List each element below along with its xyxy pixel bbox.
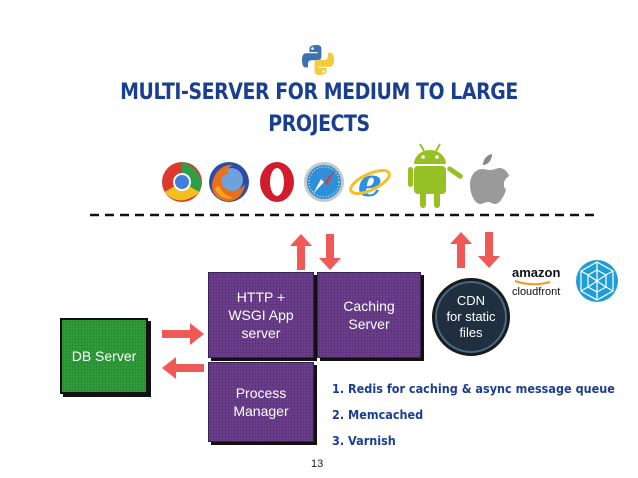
db-server-label: DB Server — [71, 348, 137, 364]
python-logo-icon — [302, 45, 334, 75]
safari-icon — [304, 162, 344, 202]
http-wsgi-label-line-1: HTTP + — [236, 289, 286, 305]
http-wsgi-app-server-box: HTTP + WSGI App server — [208, 272, 314, 358]
list-item: 2. Memcached — [332, 407, 424, 422]
caching-label-line-1: Caching — [343, 298, 395, 314]
cloudfront-logo-text: cloudfront — [512, 286, 561, 298]
caching-server-box: Caching Server — [317, 272, 421, 358]
process-manager-box: Process Manager — [208, 362, 314, 442]
dashed-separator — [90, 213, 600, 217]
android-icon — [408, 143, 463, 208]
amazon-cloudfront-logo: amazon cloudfront — [512, 266, 574, 300]
cloudfront-geodesic-icon — [576, 260, 618, 302]
list-item: 3. Varnish — [332, 433, 396, 448]
opera-icon — [260, 162, 294, 202]
arrow-down-left — [319, 234, 341, 270]
apple-icon — [470, 154, 509, 204]
svg-text:e: e — [358, 160, 382, 204]
cdn-label-line-2: for static — [446, 309, 496, 324]
chrome-icon — [162, 162, 202, 202]
list-item: 1. Redis for caching & async message que… — [332, 381, 615, 396]
slide-title-line-2: PROJECTS — [268, 112, 370, 137]
process-manager-label-line-1: Process — [235, 385, 287, 401]
page-number: 13 — [311, 458, 324, 470]
amazon-smile-icon — [514, 280, 551, 286]
arrow-right-to-app — [162, 323, 204, 345]
arrow-down-right — [478, 232, 500, 268]
caching-label-line-2: Server — [348, 316, 390, 332]
cdn-label-line-3: files — [459, 325, 483, 340]
db-server-box: DB Server — [60, 318, 148, 394]
http-wsgi-label-line-3: server — [241, 325, 281, 341]
amazon-logo-text: amazon — [512, 265, 561, 280]
arrow-up-right — [450, 232, 472, 268]
http-wsgi-label-line-2: WSGI App — [228, 307, 294, 323]
ie-icon: e — [349, 160, 391, 204]
slide-title-line-1: MULTI-SERVER FOR MEDIUM TO LARGE — [120, 80, 518, 105]
arrow-up-left — [290, 234, 312, 270]
process-manager-label-line-2: Manager — [233, 403, 289, 419]
cdn-label-line-1: CDN — [456, 293, 486, 308]
cdn-circle: CDN for static files — [432, 278, 510, 356]
arrow-left-to-db — [162, 357, 204, 379]
firefox-icon — [209, 162, 249, 202]
